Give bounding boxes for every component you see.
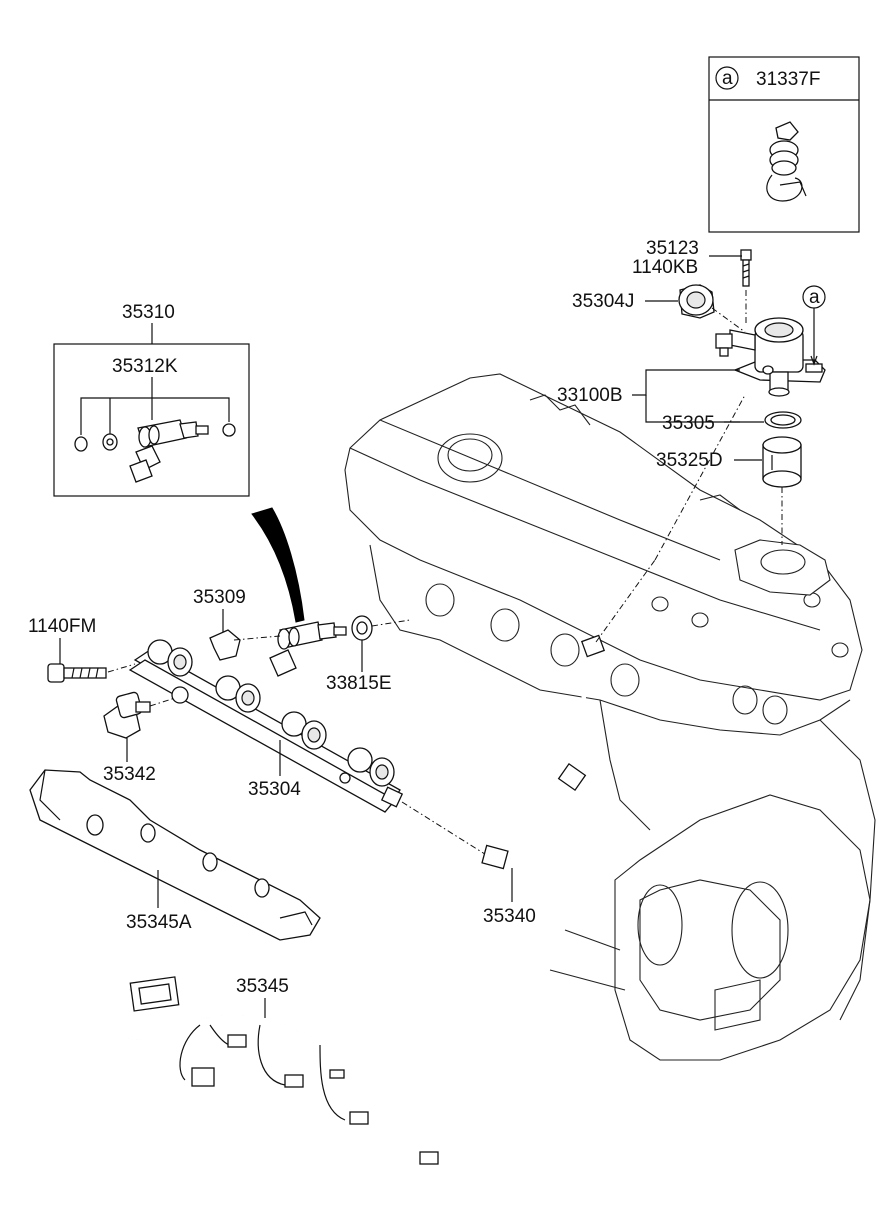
injector-icon: [269, 621, 347, 677]
high-pressure-pump-icon: [715, 317, 826, 397]
pipe-fitting-upper-icon: [580, 634, 606, 658]
part-label-35342[interactable]: 35342: [103, 764, 156, 785]
part-label-35304j[interactable]: 35304J: [572, 291, 634, 312]
part-label-35345a[interactable]: 35345A: [126, 912, 192, 933]
wiring-harness-icon: [108, 976, 439, 1165]
pump-lifter-icon: [762, 436, 802, 488]
engine-assembly-drawing: [344, 373, 876, 1061]
pump-bolt-icon: [740, 249, 752, 287]
part-label-1140fm[interactable]: 1140FM: [28, 616, 96, 637]
pump-cap-icon: [678, 284, 715, 319]
pipe-fitting-lower-icon: [481, 844, 509, 870]
part-label-35309[interactable]: 35309: [193, 587, 246, 608]
clip-spring-part-icon: [766, 121, 807, 202]
part-label-35123[interactable]: 35123: [646, 238, 699, 259]
pointer-arrow-icon: [251, 507, 305, 623]
part-label-35305[interactable]: 35305: [662, 413, 715, 434]
part-label-35312k[interactable]: 35312K: [112, 356, 178, 377]
high-pressure-pump-group: 35123 1140KB 35304J a: [557, 238, 826, 545]
part-label-35340[interactable]: 35340: [483, 906, 536, 927]
injector-seal-icon: [351, 615, 373, 641]
part-label-35345[interactable]: 35345: [236, 976, 289, 997]
injector-clip-icon: [209, 629, 241, 661]
part-label-33100b[interactable]: 33100B: [557, 385, 623, 406]
part-label-35310[interactable]: 35310: [122, 302, 175, 323]
inset-box-31337f: a 31337F: [708, 56, 860, 233]
inset-callout-a: a: [722, 68, 733, 89]
pipe-fitting-mid-icon: [557, 762, 587, 792]
fuel-rail-group: 35309 33815E 1140FM: [28, 587, 489, 857]
part-label-35325d[interactable]: 35325D: [656, 450, 723, 471]
part-label-35304[interactable]: 35304: [248, 779, 301, 800]
part-label-33815e[interactable]: 33815E: [326, 673, 392, 694]
pump-o-ring-icon: [764, 411, 802, 429]
pressure-sensor-icon: [103, 691, 151, 739]
fuel-rail-icon: [128, 639, 404, 813]
injector-in-kit-icon: [129, 419, 209, 483]
rail-cover-icon: [29, 769, 321, 941]
high-pressure-pipe-group: 35340: [481, 394, 746, 927]
injector-kit-box-35310: 35310 35312K: [53, 302, 250, 497]
pump-callout-a: a: [809, 287, 820, 308]
part-label-31337f[interactable]: 31337F: [756, 69, 820, 90]
part-label-1140kb[interactable]: 1140KB: [632, 257, 698, 278]
rail-bolt-icon: [47, 663, 107, 683]
